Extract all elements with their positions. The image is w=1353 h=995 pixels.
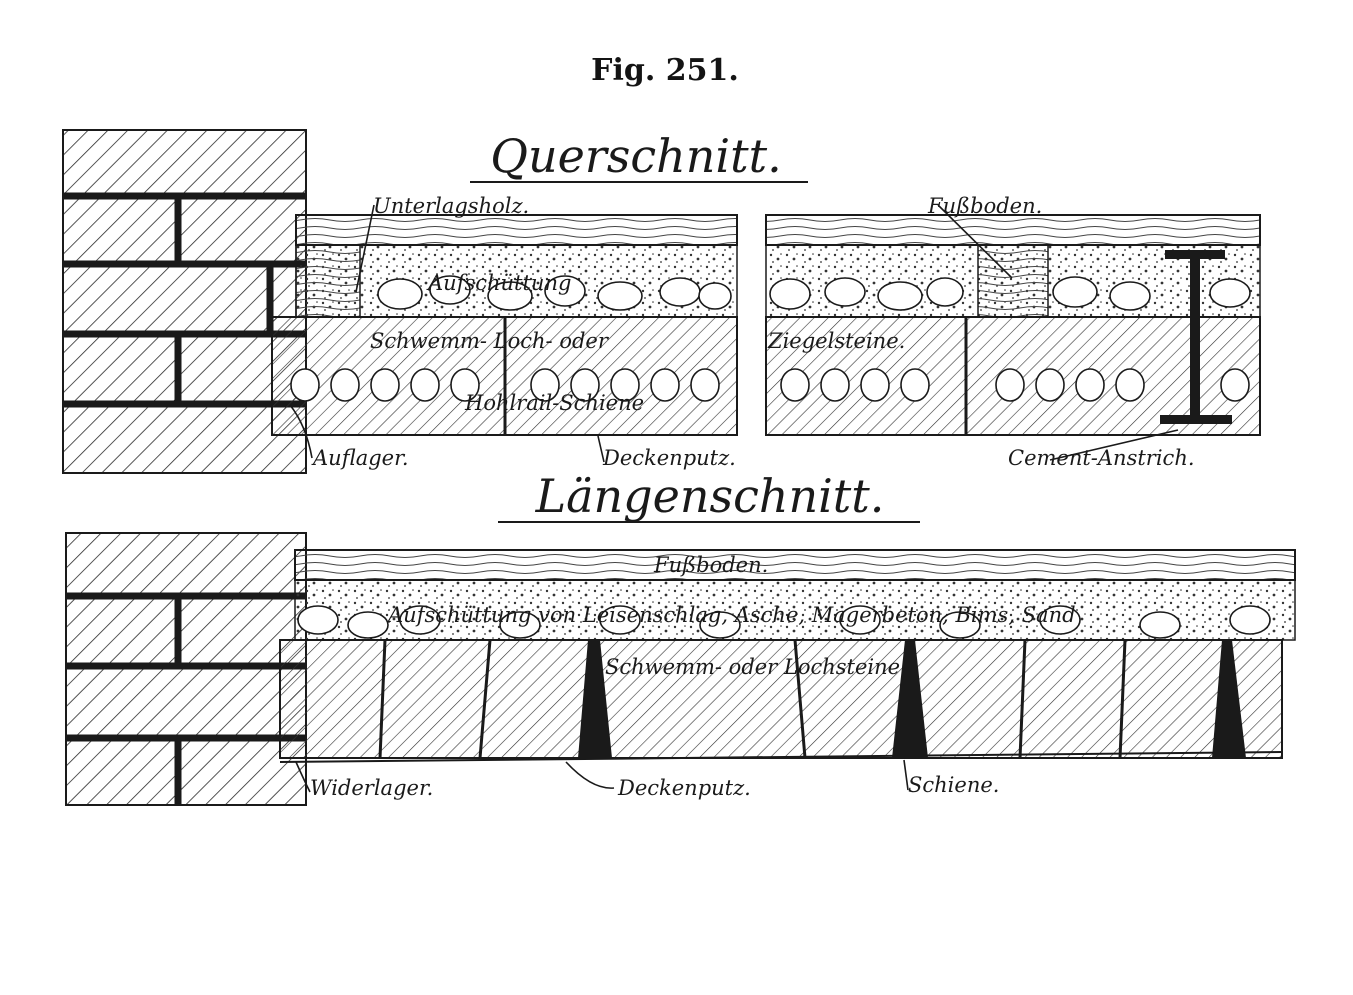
label-cement-coat: Cement-Anstrich. xyxy=(1008,446,1195,470)
label-bricks-top-cont: Ziegelsteine. xyxy=(767,329,905,353)
cross-leader-lines xyxy=(289,204,1179,463)
cross-slab-right xyxy=(765,214,1261,436)
longitudinal-slab xyxy=(279,549,1296,763)
label-abutment: Widerlager. xyxy=(310,776,433,800)
label-rail-top: Hohlrail-Schiene xyxy=(464,391,644,415)
label-rail-bottom: Schiene. xyxy=(908,773,999,797)
label-ceiling-plaster-top: Deckenputz. xyxy=(602,446,736,470)
label-floor-bottom: Fußboden. xyxy=(653,553,768,577)
label-floor-top: Fußboden. xyxy=(927,194,1042,218)
label-bricks-top: Schwemm- Loch- oder xyxy=(370,329,610,353)
cross-slab-left xyxy=(271,214,738,436)
t-rail xyxy=(1160,250,1232,424)
longitudinal-leader-lines xyxy=(295,759,909,793)
brick-wall-bottom xyxy=(65,532,307,806)
cross-section-title: Querschnitt. xyxy=(490,129,781,183)
cross-section: Querschnitt. xyxy=(62,129,1261,474)
label-ceiling-plaster-bottom: Deckenputz. xyxy=(617,776,751,800)
label-bearing-timber: Unterlagsholz. xyxy=(373,194,529,218)
figure-number: Fig. 251. xyxy=(591,53,739,88)
label-fill-bottom: Aufschüttung von Leisenschlag, Asche, Ma… xyxy=(386,603,1076,627)
label-support: Auflager. xyxy=(311,446,409,470)
longitudinal-section-title: Längenschnitt. xyxy=(535,469,885,523)
label-fill-top: Aufschüttung xyxy=(426,271,571,295)
brick-wall-top xyxy=(62,129,307,474)
longitudinal-section: Längenschnitt. xyxy=(65,469,1296,806)
label-bricks-bottom: Schwemm- oder Lochsteine. xyxy=(605,655,907,679)
